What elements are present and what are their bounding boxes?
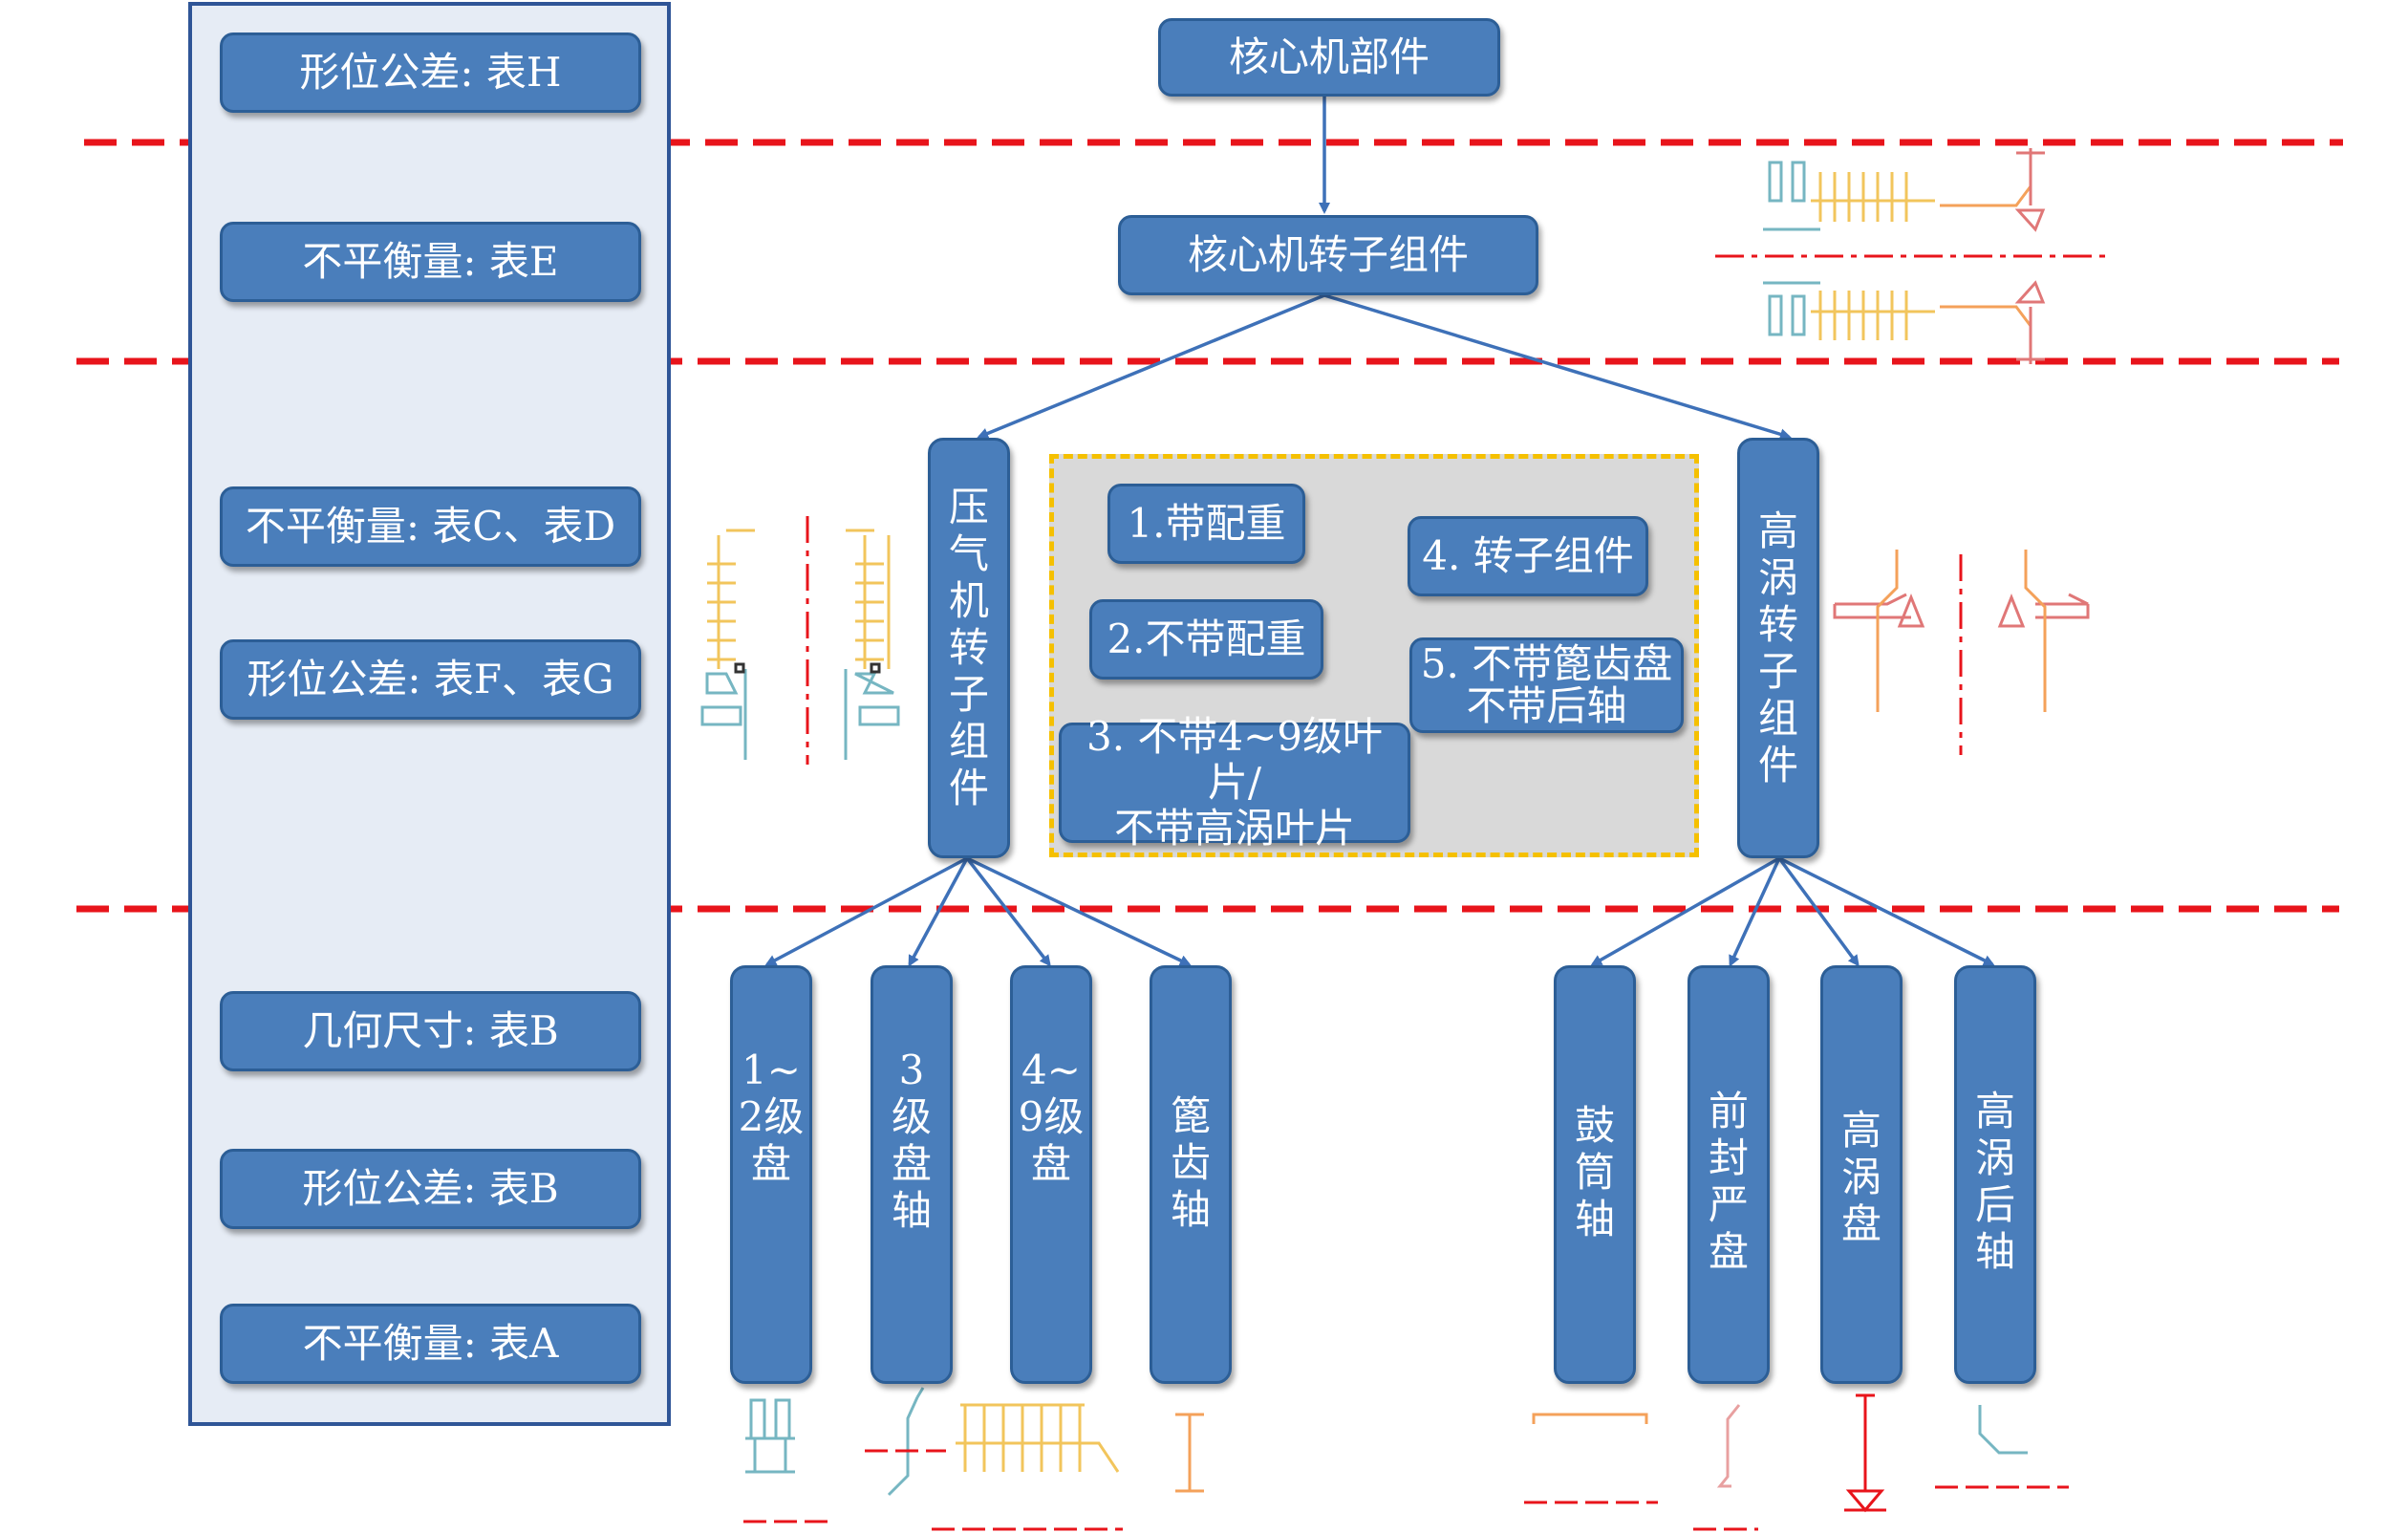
config-without-blades[interactable]: 3. 不带4~9级叶片/ 不带高涡叶片 xyxy=(1059,714,1410,852)
part-label: 鼓筒轴 xyxy=(1574,1102,1615,1242)
config-rotor-assembly[interactable]: 4. 转子组件 xyxy=(1408,516,1648,596)
core-rotor-assembly-box[interactable]: 核心机转子组件 xyxy=(1118,215,1538,295)
property-label-1[interactable]: 形位公差: 表H xyxy=(220,32,641,113)
compressor-part-labyrinth-shaft[interactable]: 篦齿轴 xyxy=(1150,965,1232,1384)
config-without-labyrinth-rear-shaft[interactable]: 5. 不带篦齿盘 不带后轴 xyxy=(1409,637,1684,733)
compressor-rotor-label: 压气机转子组件 xyxy=(948,484,989,811)
arrow-compressor-part-2 xyxy=(908,857,969,967)
turbine-part-hp-turbine-disc[interactable]: 高涡盘 xyxy=(1820,965,1903,1384)
property-label-5[interactable]: 几何尺寸: 表B xyxy=(220,991,641,1071)
compressor-rotor-box[interactable]: 压气机转子组件 xyxy=(928,438,1010,858)
compressor-sketch xyxy=(700,516,900,765)
level-dividers xyxy=(76,139,2343,913)
property-label-6[interactable]: 形位公差: 表B xyxy=(220,1149,641,1229)
core-rotor-sketch xyxy=(1715,148,2107,364)
arrow-compressor-part-1 xyxy=(764,856,968,966)
turbine-part-hp-turbine-rear-shaft[interactable]: 高涡后轴 xyxy=(1954,965,2036,1384)
part-label: 前封严盘 xyxy=(1708,1088,1749,1275)
arrow-turbine-part-3 xyxy=(1777,856,1860,967)
part-sketches xyxy=(743,1387,2069,1531)
config-without-labyrinth-line1: 5. 不带篦齿盘 xyxy=(1420,640,1673,687)
part-label: 4~9级盘 xyxy=(1018,1047,1085,1187)
arrow-compressor-part-4 xyxy=(966,856,1192,966)
part-label: 1~2级盘 xyxy=(738,1047,805,1187)
turbine-rotor-box[interactable]: 高涡转子组件 xyxy=(1737,438,1819,858)
compressor-part-stage1-2-disc[interactable]: 1~2级盘 xyxy=(730,965,812,1384)
connectors xyxy=(764,95,1995,967)
turbine-sketch xyxy=(1833,550,2090,755)
turbine-part-drum-shaft[interactable]: 鼓筒轴 xyxy=(1554,965,1636,1384)
property-label-7[interactable]: 不平衡量: 表A xyxy=(220,1304,641,1384)
arrow-turbine-part-4 xyxy=(1778,856,1995,966)
arrow-rotor-to-compressor xyxy=(977,293,1325,440)
turbine-rotor-label: 高涡转子组件 xyxy=(1757,507,1798,788)
part-label: 篦齿轴 xyxy=(1170,1092,1211,1233)
turbine-part-front-seal-disc[interactable]: 前封严盘 xyxy=(1688,965,1770,1384)
property-label-4[interactable]: 形位公差: 表F、表G xyxy=(220,639,641,720)
part-label: 3级盘轴 xyxy=(891,1047,932,1234)
property-label-3[interactable]: 不平衡量: 表C、表D xyxy=(220,486,641,567)
property-label-2[interactable]: 不平衡量: 表E xyxy=(220,222,641,302)
config-without-blades-line1: 3. 不带4~9级叶片/ xyxy=(1086,713,1384,806)
config-without-labyrinth-line2: 不带后轴 xyxy=(1466,682,1627,729)
config-with-counterweight[interactable]: 1.带配重 xyxy=(1107,484,1305,564)
arrow-turbine-part-2 xyxy=(1729,857,1781,967)
compressor-part-stage3-disc-shaft[interactable]: 3级盘轴 xyxy=(871,965,953,1384)
arrow-compressor-part-3 xyxy=(965,856,1051,967)
config-without-blades-line2: 不带高涡叶片 xyxy=(1113,805,1355,852)
config-without-counterweight[interactable]: 2.不带配重 xyxy=(1089,599,1323,680)
part-label: 高涡盘 xyxy=(1840,1107,1881,1247)
core-component-box[interactable]: 核心机部件 xyxy=(1158,18,1500,97)
part-label: 高涡后轴 xyxy=(1974,1088,2015,1275)
arrow-turbine-part-1 xyxy=(1590,856,1780,966)
compressor-part-stage4-9-disc[interactable]: 4~9级盘 xyxy=(1010,965,1092,1384)
arrow-rotor-to-turbine xyxy=(1323,293,1792,441)
